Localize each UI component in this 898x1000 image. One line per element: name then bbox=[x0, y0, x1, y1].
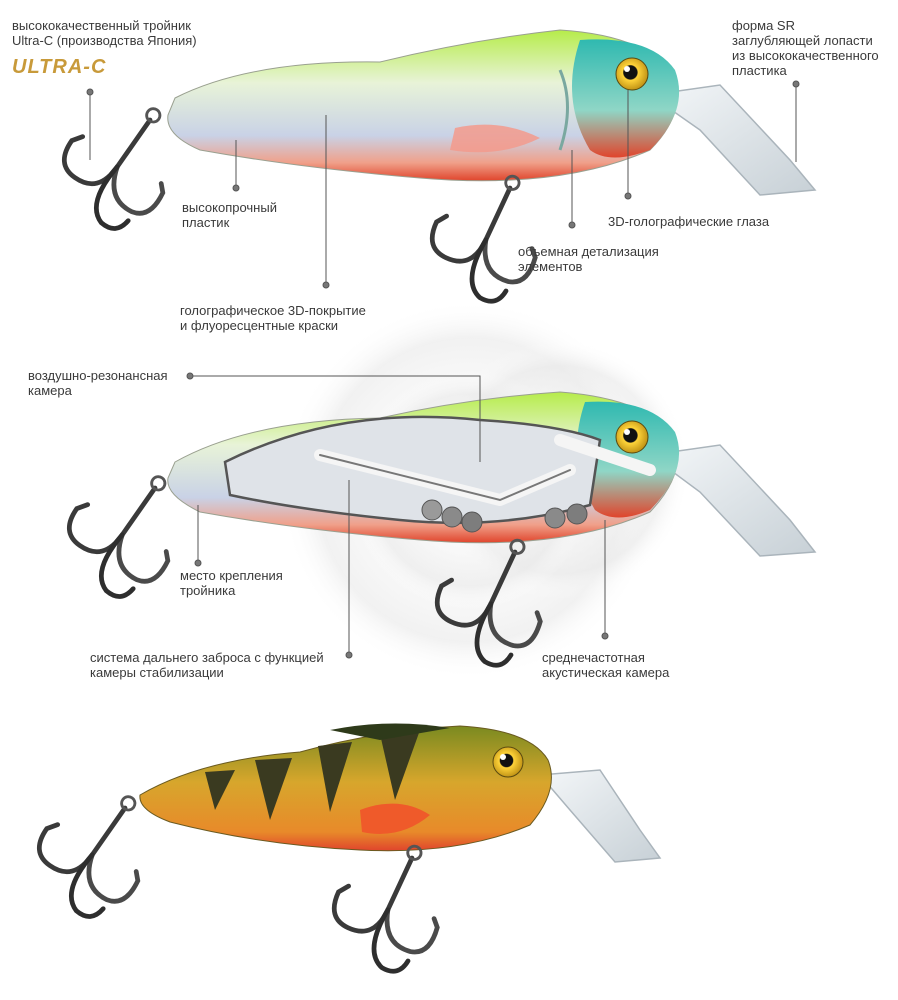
fin-top bbox=[450, 124, 540, 153]
eye-top-icon bbox=[615, 57, 649, 91]
label-eyes: 3D-голографические глаза bbox=[608, 214, 770, 229]
ball-5 bbox=[566, 503, 588, 525]
dorsal-fin-bottom bbox=[330, 723, 450, 740]
ball-3 bbox=[461, 511, 483, 533]
ball-1 bbox=[421, 499, 443, 521]
stripe-2 bbox=[255, 758, 292, 820]
fin-bottom bbox=[360, 803, 430, 834]
eye-bottom-icon bbox=[492, 746, 524, 778]
stripe-4 bbox=[380, 730, 420, 800]
ball-4 bbox=[544, 507, 566, 529]
lure-bottom bbox=[18, 723, 662, 982]
body-bottom bbox=[139, 725, 552, 852]
gill-top bbox=[558, 69, 569, 151]
lure-top bbox=[43, 29, 817, 312]
callout-lines bbox=[86, 80, 800, 659]
head-top bbox=[572, 39, 680, 158]
lip-bottom bbox=[538, 769, 662, 863]
ultra-c-logo: ULTRA-C bbox=[12, 56, 107, 78]
ball-2 bbox=[441, 506, 463, 528]
eye-middle-icon bbox=[615, 420, 649, 454]
stripe-1 bbox=[205, 770, 235, 810]
stripe-3 bbox=[318, 742, 352, 812]
lip-top bbox=[648, 84, 817, 196]
lure-middle bbox=[48, 300, 817, 680]
lip-middle bbox=[648, 444, 817, 557]
